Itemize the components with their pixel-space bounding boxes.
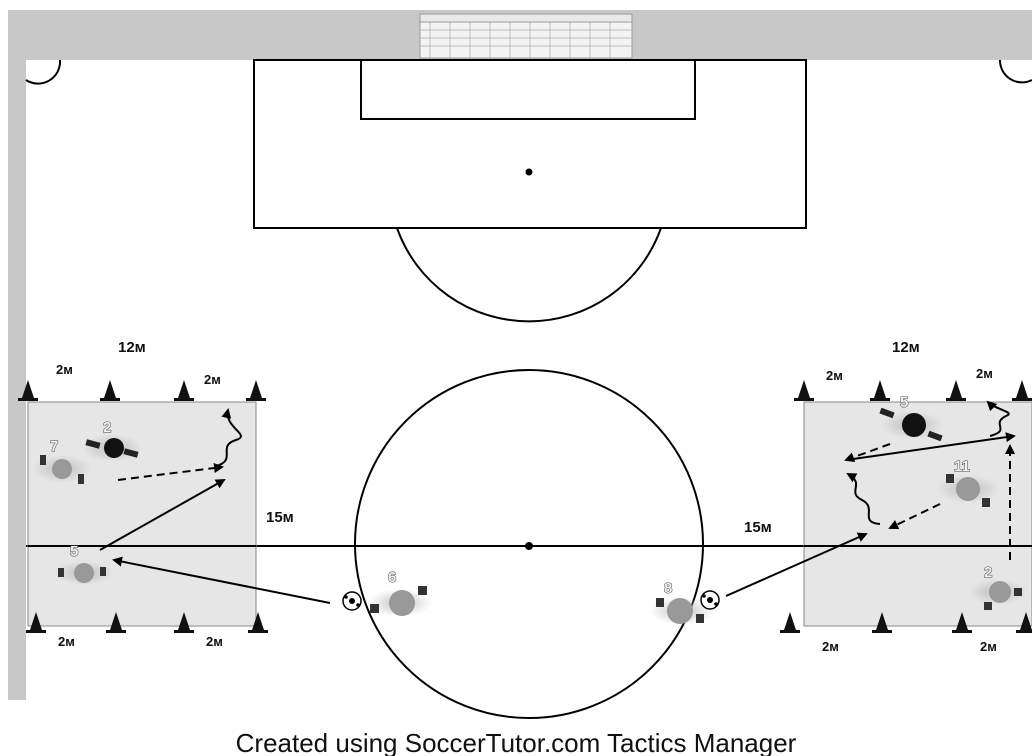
player-number: 5 [900,394,908,411]
cone [794,380,814,401]
cone [100,380,120,401]
left-height-label: 15м [266,509,294,526]
player-center-left: 6 [368,569,432,617]
right-top-gap-label: 2м [976,366,993,381]
goal-area [360,59,696,120]
cone [248,612,268,633]
left-top-gap-label: 2м [56,362,73,377]
cone [26,612,46,633]
cone [174,380,194,401]
penalty-arc [396,227,662,323]
arrows [99,400,1016,604]
player-number: 8 [664,580,672,597]
corner-arc-left [25,59,62,85]
cone [106,612,126,633]
pass-arrow [112,556,331,604]
player-number: 2 [984,564,992,581]
right-width-label: 12м [892,339,920,356]
ball-center-left [342,591,362,611]
cone [1016,612,1032,633]
run-arrow [844,443,891,462]
cone [946,380,966,401]
pass-arrow [845,432,1016,461]
player-left-b: 5 [54,543,114,585]
dribble-arrow [846,473,881,525]
player-number: 5 [70,543,78,560]
cone [780,612,800,633]
run-arrow [888,503,941,530]
right-bottom-gap-label: 2м [822,639,839,654]
run-arrow [117,463,224,481]
right-height-label: 15м [744,519,772,536]
player-number: 7 [50,438,58,455]
left-top-gap-label: 2м [204,372,221,387]
cone [174,612,194,633]
cone [18,380,38,401]
cones [18,380,1032,633]
right-bottom-gap-label: 2м [980,639,997,654]
footer-credit: Created using SoccerTutor.com Tactics Ma… [236,728,797,756]
dribble-arrow [986,400,1010,437]
right-top-gap-label: 2м [826,368,843,383]
player-right-a: 11 [936,458,1000,507]
player-right-b: 2 [968,564,1028,610]
cone [246,380,266,401]
cone [1012,380,1032,401]
left-bottom-gap-label: 2м [206,634,223,649]
player-number: 11 [954,458,970,475]
penalty-spot [525,168,533,176]
player-number: 2 [103,419,111,436]
player-left-a: 7 [32,438,92,484]
cone [870,380,890,401]
player-left-defender: 2 [82,419,142,462]
penalty-box [253,59,807,229]
player-number: 6 [388,569,396,586]
center-spot [525,542,533,550]
dribble-arrow [215,408,242,467]
corner-arc-right [998,59,1032,84]
ball-center-right [700,590,720,610]
goal-net [419,13,633,59]
player-right-defender: 5 [879,394,944,442]
cone [952,612,972,633]
left-zone [27,401,257,627]
pass-arrow [725,532,868,597]
left-bottom-gap-label: 2м [58,634,75,649]
left-width-label: 12м [118,339,146,356]
cone [872,612,892,633]
player-center-right: 8 [650,580,714,625]
pass-arrow [99,479,226,551]
center-circle [354,369,704,719]
